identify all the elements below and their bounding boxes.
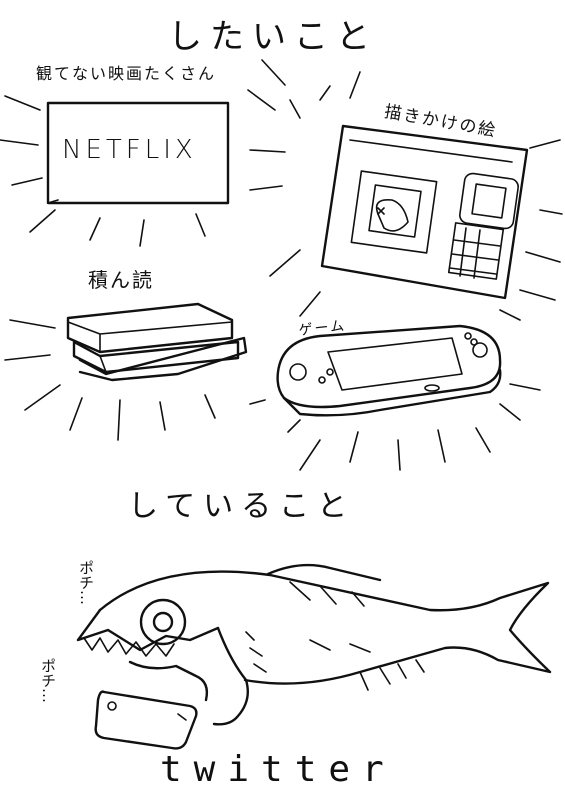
heading-doing: していること: [128, 489, 356, 524]
game-console-icon: [276, 324, 502, 417]
book-stack-icon: [66, 302, 248, 382]
sfx-click-2: ポチ…: [39, 658, 57, 703]
heading-want: したいこと: [168, 17, 378, 57]
twitter-label: twitter: [160, 749, 396, 790]
sfx-click-1: ポチ…: [77, 560, 95, 605]
netflix-logo: NETFLIX: [62, 135, 197, 165]
tv-screen-icon: [46, 101, 230, 205]
smartphone-icon: [94, 690, 198, 750]
movies-label: 観てない映画たくさん: [36, 64, 217, 83]
emphasis-lines: [0, 59, 563, 471]
drawing-tablet-icon: [320, 124, 529, 300]
books-label: 積ん読: [88, 268, 154, 292]
fish-icon: [76, 563, 552, 726]
